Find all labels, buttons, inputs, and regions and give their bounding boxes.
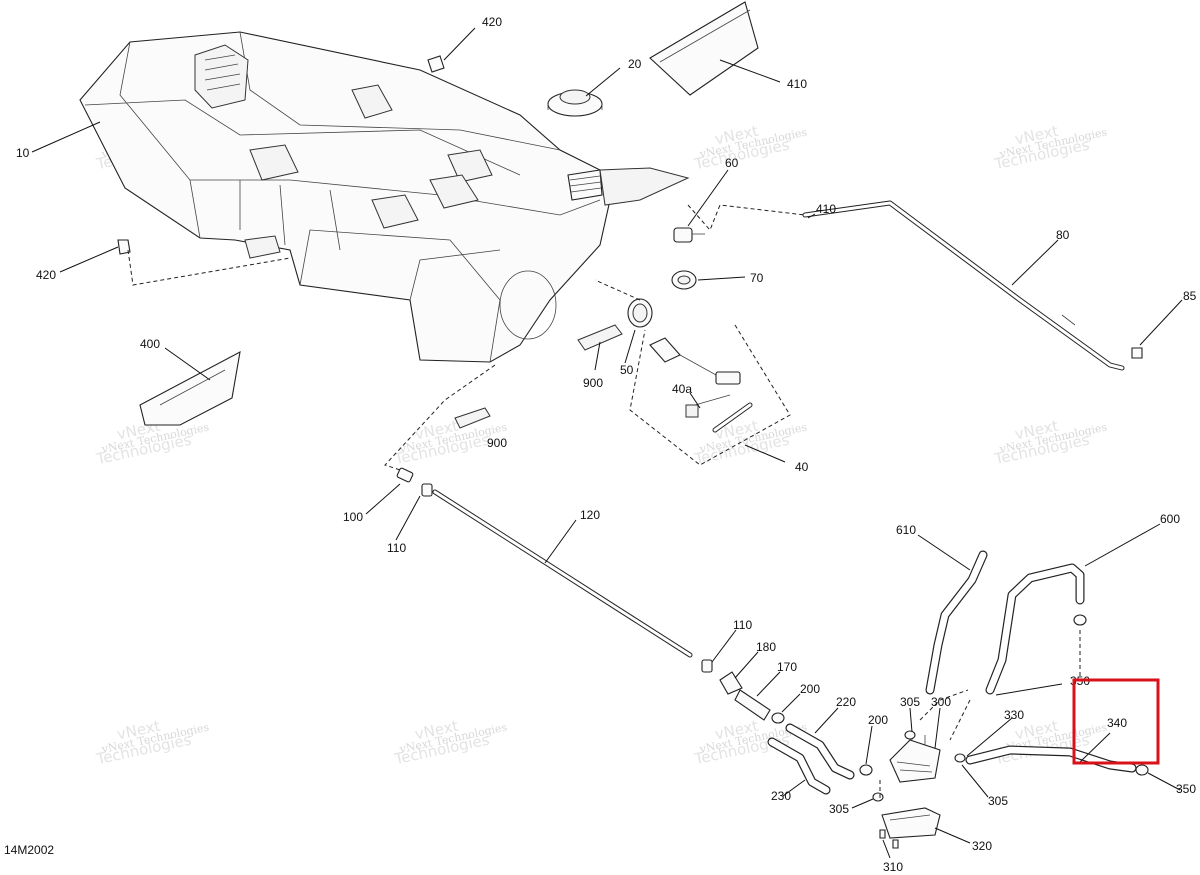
vent-valve-60[interactable] <box>673 227 705 243</box>
clamp-110-lower[interactable] <box>701 659 713 673</box>
clamp-330[interactable] <box>954 753 966 763</box>
callout-120[interactable]: 120 <box>580 508 600 522</box>
clip-420-upper[interactable] <box>427 55 445 73</box>
clamp-350-upper[interactable] <box>1073 614 1087 626</box>
callout-180[interactable]: 180 <box>756 640 776 654</box>
oil-cooler-300[interactable] <box>889 730 941 783</box>
callout-410[interactable]: 410 <box>787 77 807 91</box>
hose-220[interactable] <box>785 723 855 780</box>
screw-310[interactable] <box>879 829 899 849</box>
fuel-cap[interactable] <box>547 89 603 117</box>
callout-900-lower[interactable]: 900 <box>487 436 507 450</box>
callout-330[interactable]: 330 <box>1004 708 1024 722</box>
clip-420-lower[interactable] <box>117 239 131 255</box>
callout-20[interactable]: 20 <box>628 57 642 71</box>
clamp-305-top[interactable] <box>904 730 916 740</box>
callout-600[interactable]: 600 <box>1160 512 1180 526</box>
callout-305-right[interactable]: 305 <box>988 794 1008 808</box>
hose-600[interactable] <box>985 563 1085 695</box>
connector-170[interactable] <box>734 689 771 721</box>
fuel-tank[interactable] <box>79 31 690 363</box>
callout-400[interactable]: 400 <box>140 337 160 351</box>
heat-shield-upper[interactable] <box>649 1 759 96</box>
callout-40[interactable]: 40 <box>795 460 809 474</box>
heat-shield-400[interactable] <box>139 350 241 426</box>
clamp-200-left[interactable] <box>771 712 785 724</box>
callout-85[interactable]: 85 <box>1183 289 1197 303</box>
gasket-900-lower[interactable] <box>454 407 491 429</box>
fitting-100[interactable] <box>396 467 414 483</box>
callout-80[interactable]: 80 <box>1056 228 1070 242</box>
callout-60[interactable]: 60 <box>725 156 739 170</box>
callout-340[interactable]: 340 <box>1107 716 1127 730</box>
callout-320[interactable]: 320 <box>972 839 992 853</box>
callout-420[interactable]: 420 <box>482 15 502 29</box>
hose-610[interactable] <box>925 550 988 695</box>
clip-85[interactable] <box>1131 347 1143 359</box>
callout-110-lower[interactable]: 110 <box>733 618 752 632</box>
callout-420-lower[interactable]: 420 <box>36 268 56 282</box>
leader-lines <box>31 27 1183 859</box>
callout-310[interactable]: 310 <box>883 860 903 874</box>
callout-230[interactable]: 230 <box>771 789 791 803</box>
hose-230[interactable] <box>767 737 831 795</box>
callout-40a[interactable]: 40a <box>672 382 692 396</box>
callout-labels: 420 20 410 10 60 410 80 85 420 70 400 90… <box>16 15 1197 874</box>
callout-350-lower[interactable]: 350 <box>1176 782 1196 796</box>
highlight-box <box>1072 678 1160 765</box>
callout-70[interactable]: 70 <box>750 271 764 285</box>
vent-tube-80[interactable] <box>802 200 1125 371</box>
callout-305-left[interactable]: 305 <box>829 802 849 816</box>
callout-200[interactable]: 200 <box>800 682 820 696</box>
bracket-320[interactable] <box>881 807 941 839</box>
clamp-350-lower[interactable] <box>1135 764 1149 776</box>
connector-180[interactable] <box>719 671 743 695</box>
gasket-900-upper[interactable] <box>577 324 623 351</box>
callout-110[interactable]: 110 <box>387 541 406 555</box>
callout-200-right[interactable]: 200 <box>868 713 888 727</box>
lock-ring-50[interactable] <box>627 298 653 328</box>
hose-340[interactable] <box>965 745 1137 773</box>
diagram-code: 14M2002 <box>4 843 54 857</box>
callout-610[interactable]: 610 <box>896 523 916 537</box>
callout-100[interactable]: 100 <box>343 510 363 524</box>
callout-10[interactable]: 10 <box>16 146 30 160</box>
callout-220[interactable]: 220 <box>836 695 856 709</box>
grommet-70[interactable] <box>671 270 697 290</box>
fuel-pump-module-40[interactable] <box>649 337 753 433</box>
clamp-200-right[interactable] <box>859 764 873 776</box>
callout-900[interactable]: 900 <box>583 376 603 390</box>
callout-50[interactable]: 50 <box>620 363 634 377</box>
clamp-305-bottom[interactable] <box>872 792 884 802</box>
fuel-line-120[interactable] <box>432 489 693 658</box>
callout-170[interactable]: 170 <box>777 660 797 674</box>
callout-300[interactable]: 300 <box>931 695 951 709</box>
callout-410-vent[interactable]: 410 <box>816 202 836 216</box>
callout-305[interactable]: 305 <box>900 695 920 709</box>
connection-lines <box>127 204 1081 800</box>
clamp-110-upper[interactable] <box>421 483 433 497</box>
